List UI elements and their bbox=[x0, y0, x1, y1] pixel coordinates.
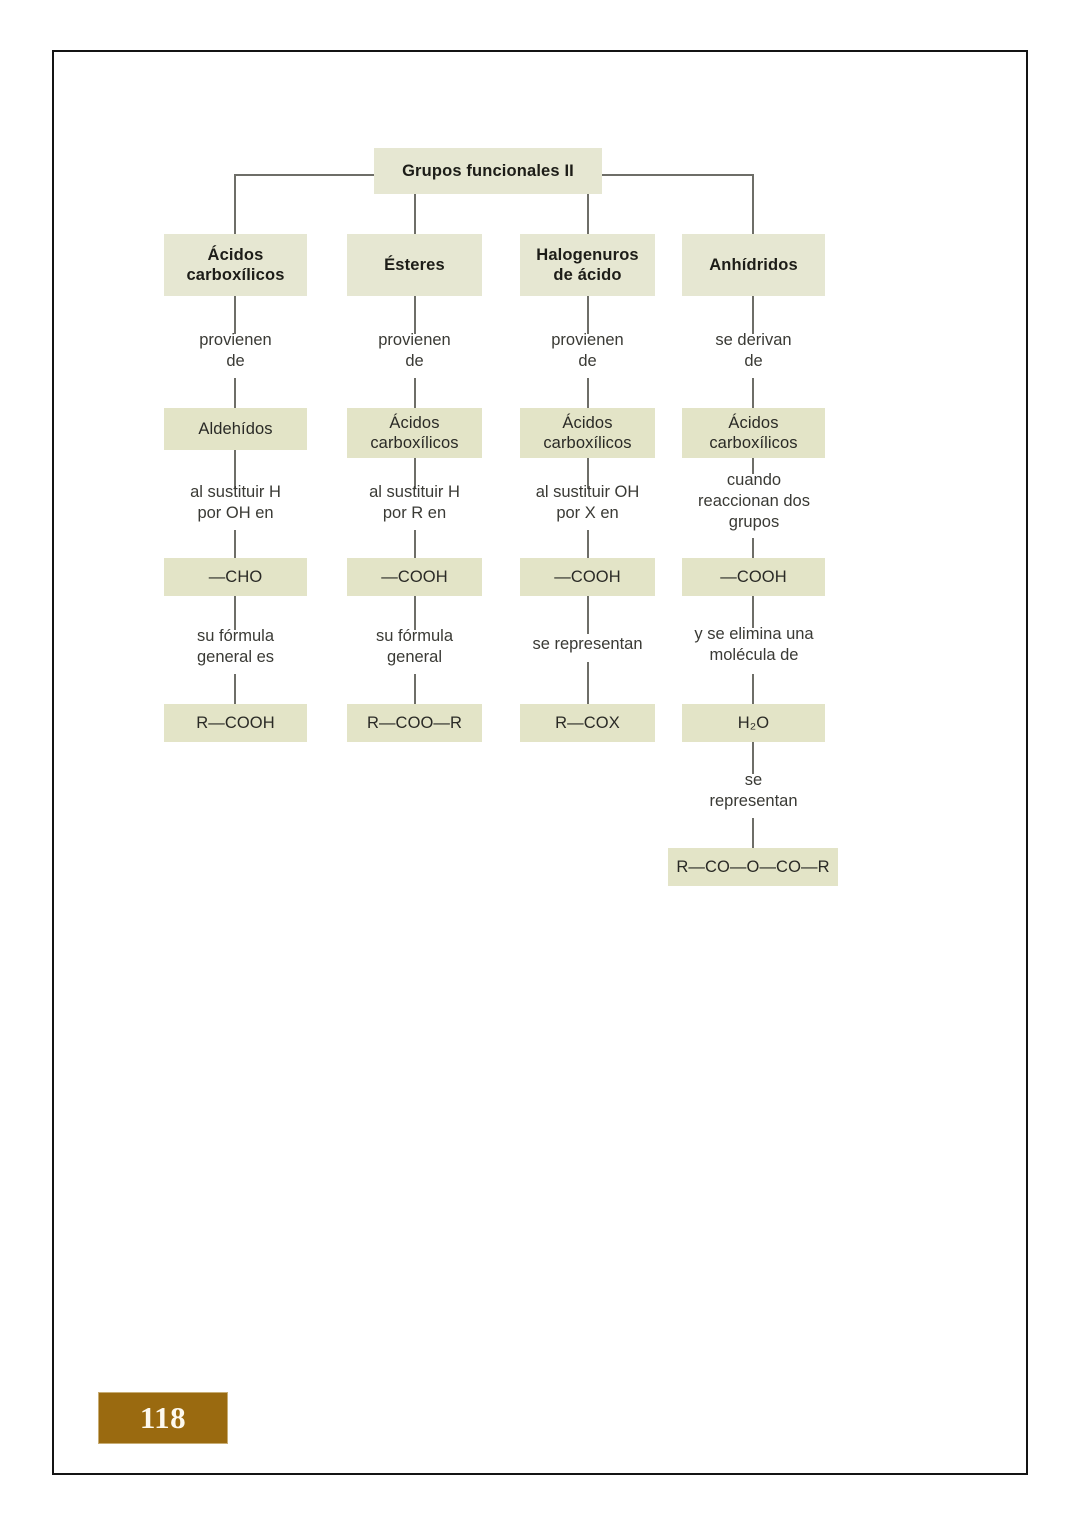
root-bracket-right bbox=[601, 174, 753, 176]
line-col2-1b bbox=[414, 378, 416, 412]
node-col4-step3-box: H₂O bbox=[682, 704, 825, 742]
root-drop-col1 bbox=[234, 174, 236, 234]
root-drop-col2 bbox=[414, 194, 416, 234]
node-col2-step2-box: —COOH bbox=[347, 558, 482, 596]
node-col1-step2-box: —CHO bbox=[164, 558, 307, 596]
node-col2-step3-box: R—COO—R bbox=[347, 704, 482, 742]
line-col3-1b bbox=[587, 378, 589, 412]
line-col3-2b bbox=[587, 530, 589, 560]
line-col4-1a bbox=[752, 296, 754, 334]
line-col1-2a bbox=[234, 450, 236, 488]
page-number-badge: 118 bbox=[98, 1392, 228, 1444]
node-col3-step2-box: —COOH bbox=[520, 558, 655, 596]
line-col1-1b bbox=[234, 378, 236, 412]
line-col1-2b bbox=[234, 530, 236, 560]
line-col2-3a bbox=[414, 596, 416, 630]
line-col4-4a bbox=[752, 742, 754, 774]
line-col1-3a bbox=[234, 596, 236, 630]
line-col4-1b bbox=[752, 378, 754, 412]
connector-col3-step3: se representan bbox=[532, 635, 643, 653]
root-node-grupos-funcionales-ii: Grupos funcionales II bbox=[374, 148, 602, 194]
node-col1-step3-box: R—COOH bbox=[164, 704, 307, 742]
node-col4-heading: Anhídridos bbox=[682, 234, 825, 296]
line-col4-3a bbox=[752, 596, 754, 628]
line-col2-2b bbox=[414, 530, 416, 560]
line-col3-3b bbox=[587, 662, 589, 706]
root-drop-col3 bbox=[587, 194, 589, 234]
line-col4-2a bbox=[752, 458, 754, 474]
line-col4-4b bbox=[752, 818, 754, 850]
line-col2-2a bbox=[414, 458, 416, 488]
node-col1-step1-box: Aldehídos bbox=[164, 408, 307, 450]
node-col4-step2-box: —COOH bbox=[682, 558, 825, 596]
line-col4-3b bbox=[752, 674, 754, 706]
node-col4-step4-box: R—CO—O—CO—R bbox=[668, 848, 838, 886]
line-col3-3a bbox=[587, 596, 589, 634]
root-bracket-left bbox=[234, 174, 375, 176]
root-drop-col4 bbox=[752, 174, 754, 234]
line-col1-3b bbox=[234, 674, 236, 706]
line-col2-3b bbox=[414, 674, 416, 706]
line-col1-1a bbox=[234, 296, 236, 334]
node-col3-step3-box: R—COX bbox=[520, 704, 655, 742]
line-col3-1a bbox=[587, 296, 589, 334]
line-col2-1a bbox=[414, 296, 416, 334]
line-col4-2b bbox=[752, 538, 754, 558]
node-col2-heading: Ésteres bbox=[347, 234, 482, 296]
line-col3-2a bbox=[587, 458, 589, 488]
